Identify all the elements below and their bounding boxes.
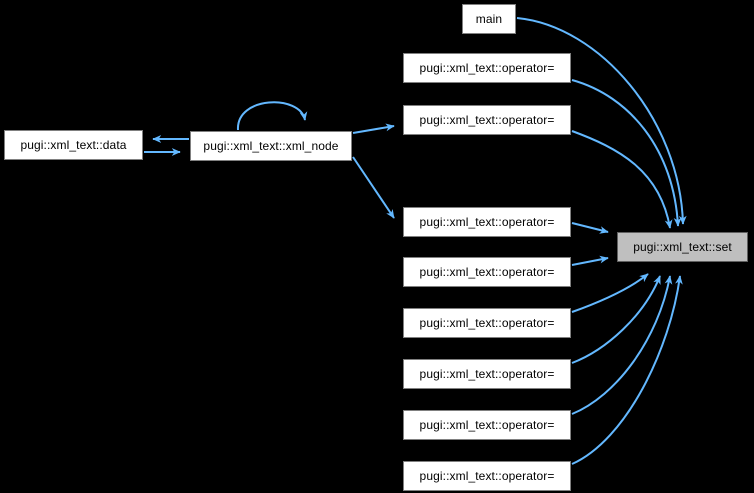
graph-node-op3[interactable]: pugi::xml_text::operator= bbox=[403, 207, 571, 237]
edge-op2-to-set bbox=[571, 130, 673, 229]
edge-xmlnode-to-op2 bbox=[352, 123, 395, 134]
graph-node-label: pugi::xml_text::operator= bbox=[419, 265, 555, 279]
graph-node-xml_node[interactable]: pugi::xml_text::xml_node bbox=[190, 131, 352, 161]
graph-node-label: pugi::xml_text::operator= bbox=[419, 215, 555, 229]
graph-node-main[interactable]: main bbox=[462, 4, 516, 34]
edge-op8-to-set bbox=[571, 275, 683, 465]
graph-node-label: pugi::xml_text::set bbox=[633, 240, 732, 254]
graph-node-label: main bbox=[475, 12, 503, 26]
graph-node-op4[interactable]: pugi::xml_text::operator= bbox=[403, 257, 571, 287]
graph-node-op2[interactable]: pugi::xml_text::operator= bbox=[403, 105, 571, 135]
graph-node-data[interactable]: pugi::xml_text::data bbox=[4, 130, 143, 160]
edge-op5-to-set bbox=[571, 273, 649, 313]
graph-node-label: pugi::xml_text::data bbox=[20, 138, 127, 152]
graph-node-op1[interactable]: pugi::xml_text::operator= bbox=[403, 53, 571, 83]
graph-node-label: pugi::xml_text::operator= bbox=[419, 316, 555, 330]
edge-xmlnode-to-op3 bbox=[352, 156, 395, 219]
edge-op4-to-set bbox=[571, 255, 609, 266]
graph-node-label: pugi::xml_text::operator= bbox=[419, 367, 555, 381]
graph-node-op5[interactable]: pugi::xml_text::operator= bbox=[403, 308, 571, 338]
edge-xmlnode-self-loop bbox=[236, 101, 308, 131]
edge-op7-to-set bbox=[571, 275, 673, 415]
edge-main-to-set bbox=[516, 17, 687, 225]
graph-node-set[interactable]: pugi::xml_text::set bbox=[617, 232, 748, 262]
edge-op1-to-set bbox=[571, 79, 682, 227]
edge-op3-to-set bbox=[571, 222, 609, 234]
graph-node-label: pugi::xml_text::operator= bbox=[419, 418, 555, 432]
graph-node-label: pugi::xml_text::operator= bbox=[419, 469, 555, 483]
edge-op6-to-set bbox=[571, 275, 661, 364]
graph-node-label: pugi::xml_text::xml_node bbox=[203, 139, 339, 153]
graph-node-op8[interactable]: pugi::xml_text::operator= bbox=[403, 461, 571, 491]
graph-node-op7[interactable]: pugi::xml_text::operator= bbox=[403, 410, 571, 440]
graph-node-op6[interactable]: pugi::xml_text::operator= bbox=[403, 359, 571, 389]
graph-node-label: pugi::xml_text::operator= bbox=[419, 61, 555, 75]
graph-node-label: pugi::xml_text::operator= bbox=[419, 113, 555, 127]
